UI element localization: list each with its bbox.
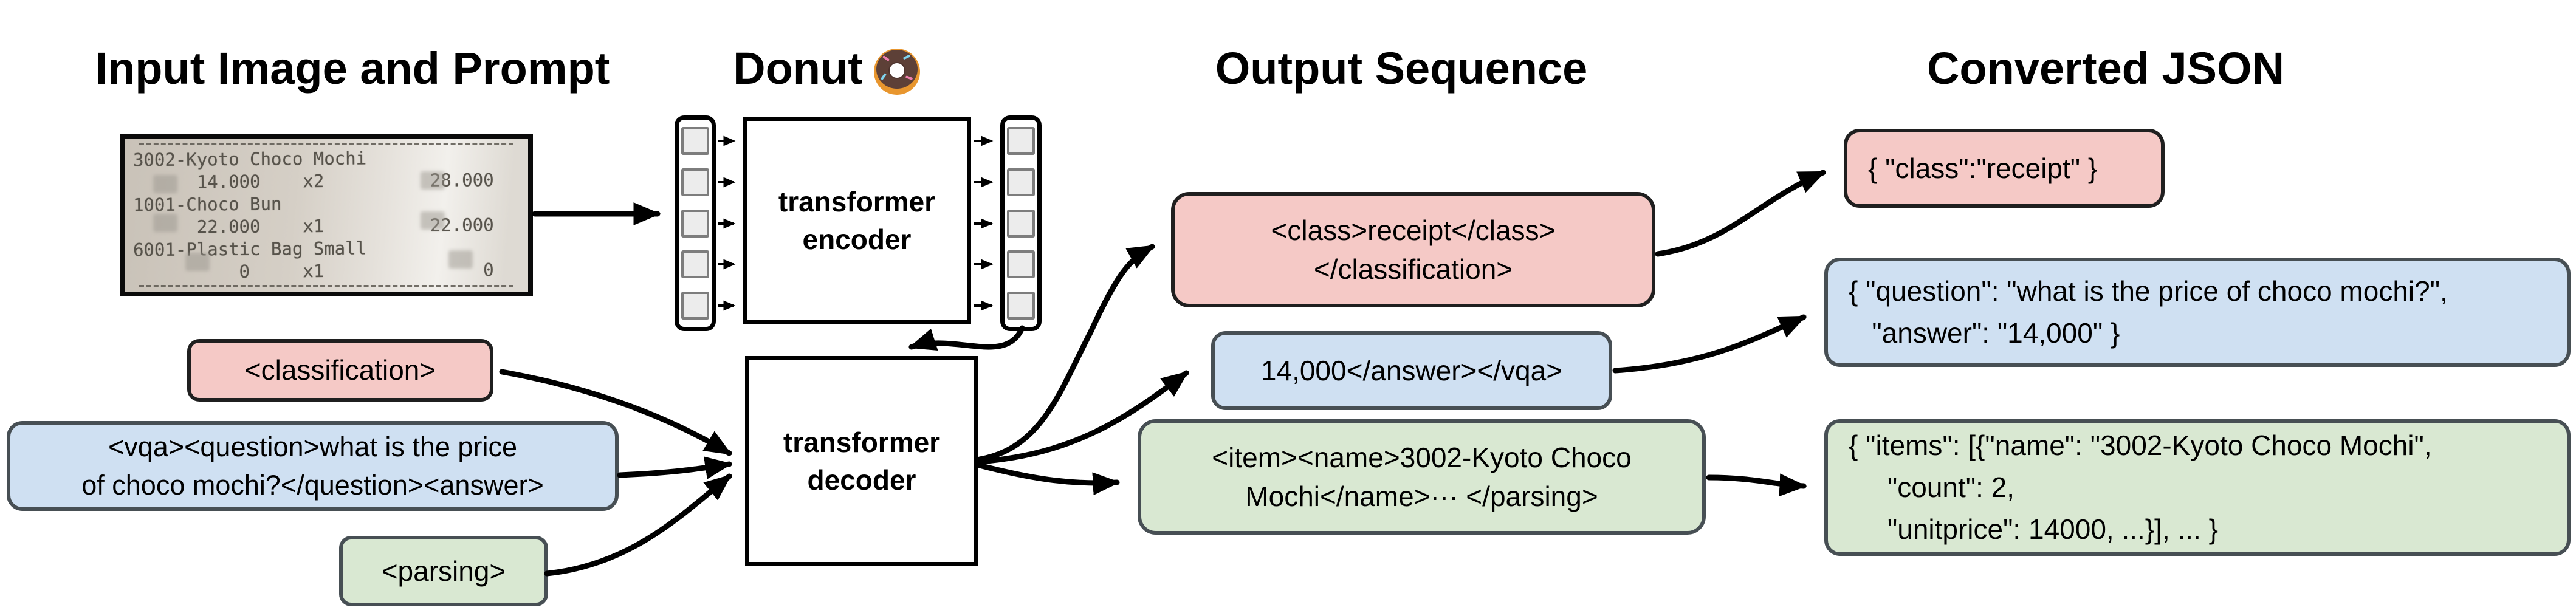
receipt-dashed-divider [139,285,514,287]
encoder-output-embedding-strip [1000,115,1042,331]
encoder-input-patch-strip [675,115,716,331]
patch-token-square [1007,127,1035,155]
arrow-vqa-prompt-to-decoder [617,456,733,479]
prompt-classification-box: <classification> [187,339,493,402]
receipt-blur-patch [421,171,445,190]
donut-emoji-icon [873,49,920,95]
receipt-blur-patch [153,214,177,232]
arrow-encoder-to-decoder [908,325,1025,351]
json-vqa-box: { "question": "what is the price of choc… [1824,258,2571,367]
title-converted-json: Converted JSON [1926,43,2285,94]
receipt-line: 22.000 x1 22.000 [132,214,494,238]
patch-token-square [1007,292,1035,320]
patch-token-square [681,209,709,238]
json-parsing-box: { "items": [{"name": "3002-Kyoto Choco M… [1824,419,2571,556]
patch-token-square [681,292,709,320]
receipt-line: 14.000 x2 28.000 [132,170,494,193]
transformer-decoder-block: transformer decoder [745,356,978,566]
receipt-line: 3002-Kyoto Choco Mochi [132,148,367,171]
patch-token-square [681,250,709,279]
output-parsing-box: <item><name>3002-Kyoto Choco Mochi</name… [1138,419,1706,535]
patch-token-square [1007,168,1035,196]
receipt-dashed-divider [139,143,514,145]
transformer-encoder-block: transformer encoder [743,117,971,324]
json-classification-box: { "class":"receipt" } [1844,129,2165,208]
title-input-image-and-prompt: Input Image and Prompt [95,43,610,94]
patch-token-square [1007,209,1035,238]
arrow-output-to-json-classification [1655,170,1826,257]
title-output-sequence: Output Sequence [1215,43,1588,94]
receipt-line: 1001-Choco Bun [132,193,282,216]
output-classification-box: <class>receipt</class> </classification> [1171,192,1655,307]
patch-token-square [681,168,709,196]
arrow-output-to-json-vqa [1612,314,1807,374]
title-donut-text: Donut [733,43,863,94]
prompt-parsing-box: <parsing> [339,536,548,606]
receipt-blur-patch [421,211,445,230]
arrow-output-to-json-parsing [1706,473,1807,497]
patch-token-square [681,127,709,155]
receipt-blur-patch [448,250,473,269]
arrow-decoder-to-parsing-output [977,462,1121,496]
patch-token-square [1007,250,1035,279]
output-vqa-box: 14,000</answer></vqa> [1211,331,1612,410]
receipt-blur-patch [185,253,210,271]
prompt-vqa-box: <vqa><question>what is the price of choc… [7,421,619,511]
title-donut: Donut [699,40,954,96]
receipt-blur-patch [153,175,177,193]
